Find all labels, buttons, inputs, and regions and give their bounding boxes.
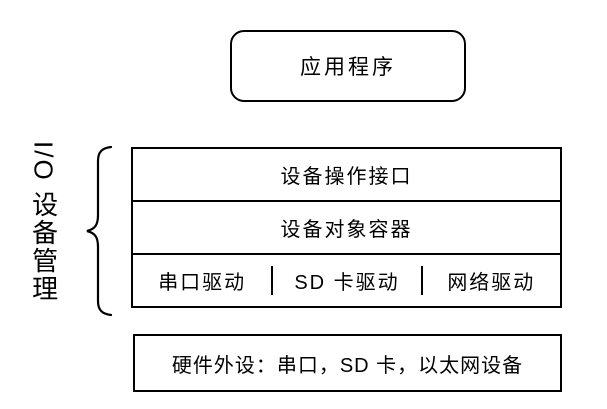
driver-sdcard-label: SD 卡驱动: [294, 272, 400, 294]
driver-cell-serial: 串口驱动: [133, 266, 271, 295]
application-label: 应用程序: [300, 56, 396, 79]
driver-cell-network: 网络驱动: [420, 266, 560, 295]
layer-device-interface-label: 设备操作接口: [280, 166, 413, 188]
io-device-management-label: I/O 设备管理: [28, 141, 59, 303]
layer-device-interface: 设备操作接口: [133, 149, 560, 200]
driver-cell-sdcard: SD 卡驱动: [271, 266, 420, 295]
curly-brace: [86, 145, 113, 317]
hardware-label: 硬件外设：串口，SD 卡，以太网设备: [171, 354, 524, 377]
layer-device-container: 设备对象容器: [133, 200, 560, 253]
driver-network-label: 网络驱动: [447, 272, 536, 294]
application-box: 应用程序: [230, 30, 466, 102]
layer-device-container-label: 设备对象容器: [280, 219, 413, 241]
io-layer-stack: 设备操作接口 设备对象容器 串口驱动 SD 卡驱动 网络驱动: [131, 147, 562, 308]
hardware-box: 硬件外设：串口，SD 卡，以太网设备: [133, 334, 562, 392]
driver-row: 串口驱动 SD 卡驱动 网络驱动: [133, 253, 560, 306]
driver-serial-label: 串口驱动: [158, 272, 247, 294]
